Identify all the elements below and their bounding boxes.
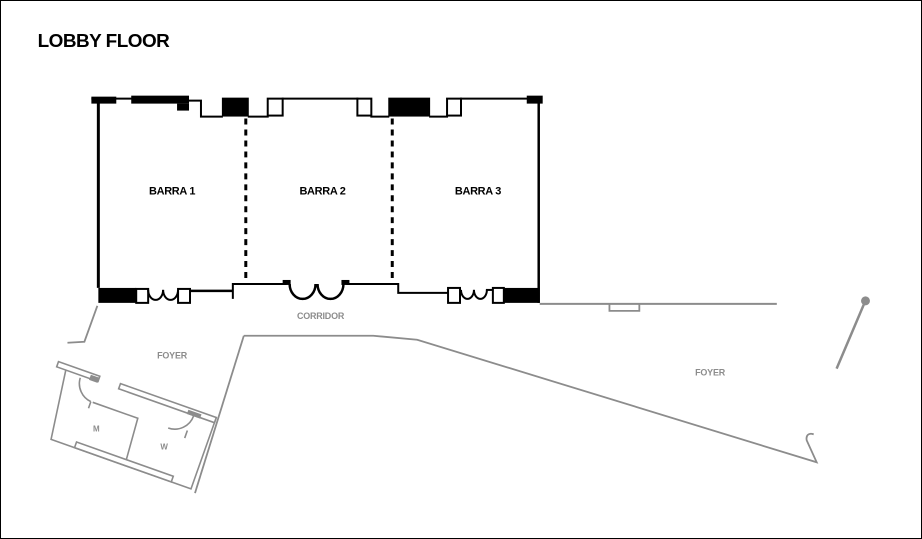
- window-opening: [446, 97, 462, 117]
- foyer-south-boundary: [243, 334, 819, 464]
- door-swing: [460, 289, 475, 300]
- pin-head-icon: [861, 296, 870, 306]
- pin-line: [835, 302, 866, 370]
- window-opening: [447, 286, 461, 304]
- window-opening: [491, 286, 505, 304]
- door-swings: [147, 279, 488, 301]
- restroom-wall: [73, 441, 175, 483]
- door-swing: [288, 283, 317, 301]
- wall-segment: [346, 282, 450, 294]
- door-swing: [316, 283, 345, 301]
- door-swing: [147, 289, 165, 301]
- wall-pier: [91, 96, 117, 104]
- door-swing: [162, 289, 180, 301]
- wall-pier: [177, 103, 190, 111]
- foyer-right-label: FOYER: [695, 368, 726, 378]
- wall-piers: [91, 95, 543, 303]
- wall-pier: [526, 95, 543, 104]
- door-jamb: [282, 279, 291, 285]
- restroom-partition: [92, 401, 139, 460]
- window-opening: [177, 287, 192, 304]
- room-label-barra-2: BARRA 2: [299, 185, 345, 197]
- window-opening: [266, 97, 284, 117]
- wall-pier: [131, 95, 190, 104]
- wall-pier: [98, 287, 137, 303]
- door-jamb: [341, 279, 350, 285]
- door-swing: [472, 289, 488, 300]
- wall-segment: [189, 99, 223, 118]
- wall-pier: [503, 287, 540, 303]
- window-openings: [135, 97, 505, 304]
- foyer-left-label: FOYER: [157, 351, 188, 361]
- door-swing: [167, 415, 195, 439]
- restroom-women-label: W: [160, 442, 168, 451]
- corridor-label: CORRIDOR: [297, 311, 345, 321]
- door-jamb: [186, 409, 202, 419]
- restroom-men-label: M: [93, 424, 100, 433]
- door-jamb: [89, 374, 100, 383]
- window-opening: [135, 287, 150, 304]
- location-pin-marker: [835, 296, 870, 370]
- restroom-block: [50, 360, 218, 490]
- room-label-barra-1: BARRA 1: [149, 185, 195, 197]
- main-hall-walls: [91, 97, 540, 303]
- window-opening: [356, 97, 373, 117]
- restroom-outline: [50, 364, 218, 490]
- partition-dashed-lines: [244, 118, 394, 281]
- room-label-barra-3: BARRA 3: [455, 185, 501, 197]
- floor-title: LOBBY FLOOR: [38, 31, 171, 52]
- door-swing: [78, 377, 92, 409]
- foyer-outline: [67, 296, 870, 494]
- foyer-east-boundary: [194, 335, 245, 494]
- wall-pier: [388, 97, 431, 117]
- wall-pier: [221, 97, 249, 117]
- foyer-west-boundary: [67, 305, 99, 344]
- wall-segment: [231, 282, 287, 299]
- wall-notch: [608, 303, 641, 312]
